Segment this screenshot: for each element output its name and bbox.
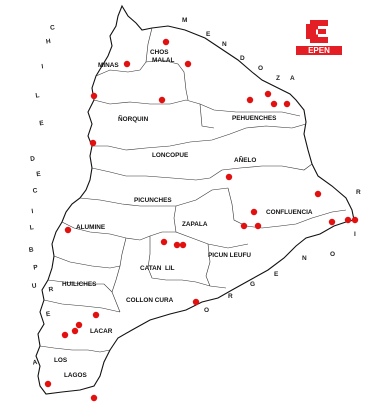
label-norquin: ÑORQUIN <box>118 114 149 123</box>
marker <box>328 218 336 226</box>
svg-text:I: I <box>31 208 34 215</box>
svg-text:A: A <box>32 359 38 367</box>
marker <box>61 331 69 339</box>
svg-text:N: N <box>222 41 227 48</box>
svg-text:L: L <box>29 224 34 231</box>
marker <box>75 321 83 329</box>
label-confluencia: CONFLUENCIA <box>266 209 313 216</box>
marker <box>264 90 272 98</box>
svg-text:E: E <box>36 171 42 179</box>
label-anelo: AÑELO <box>234 155 256 164</box>
marker <box>344 216 352 224</box>
marker <box>225 173 233 181</box>
epen-logo-mark <box>306 20 328 43</box>
marker <box>240 222 248 230</box>
svg-text:C: C <box>50 24 56 32</box>
label-los: LOS <box>54 357 68 364</box>
label-picun-leufu: PICUN LEUFU <box>208 252 251 259</box>
svg-text:A: A <box>290 75 295 82</box>
svg-text:I: I <box>41 63 44 70</box>
marker <box>64 226 72 234</box>
marker <box>158 96 166 104</box>
department-borders <box>39 27 347 353</box>
svg-text:B: B <box>28 246 34 254</box>
department-labels: MINAS CHOS MALAL ÑORQUIN PEHUENCHES LONC… <box>54 49 313 379</box>
label-minas: MINAS <box>98 62 119 69</box>
svg-text:C: C <box>32 187 38 195</box>
svg-text:Z: Z <box>276 75 280 82</box>
north-border-text: M E N D O Z A <box>182 17 295 82</box>
label-huiliches: HUILICHES <box>62 281 97 288</box>
svg-text:N: N <box>302 255 307 262</box>
label-loncopue: LONCOPUE <box>152 152 189 159</box>
marker <box>123 60 131 68</box>
epen-logo: EPEN <box>296 20 342 55</box>
label-lagos: LAGOS <box>64 372 87 379</box>
svg-text:O: O <box>204 307 209 314</box>
label-malal: MALAL <box>152 57 174 64</box>
marker <box>92 311 100 319</box>
marker <box>254 222 262 230</box>
svg-text:R: R <box>48 286 54 294</box>
epen-logo-text: EPEN <box>308 46 330 55</box>
marker <box>351 216 359 224</box>
marker <box>314 190 322 198</box>
epen-logo-band <box>296 46 342 55</box>
east-border-text: R I O N E G R O <box>204 189 361 314</box>
label-catan-lil: CATAN LIL <box>140 265 175 272</box>
svg-text:M: M <box>182 17 187 24</box>
svg-text:D: D <box>30 155 36 163</box>
svg-text:L: L <box>35 92 40 99</box>
label-alumine: ALUMINE <box>76 224 106 231</box>
label-collon-cura: COLLON CURA <box>126 297 174 304</box>
label-chos: CHOS <box>150 49 169 56</box>
marker <box>160 238 168 246</box>
svg-text:E: E <box>46 311 52 319</box>
svg-text:E: E <box>39 120 45 128</box>
marker <box>90 92 98 100</box>
svg-text:H: H <box>46 38 52 46</box>
marker <box>246 96 254 104</box>
marker <box>90 394 98 402</box>
marker <box>179 241 187 249</box>
svg-text:D: D <box>240 55 245 62</box>
marker <box>89 139 97 147</box>
svg-text:O: O <box>258 65 263 72</box>
location-markers <box>44 38 359 402</box>
label-zapala: ZAPALA <box>182 221 208 228</box>
svg-text:I: I <box>354 231 356 238</box>
marker <box>270 100 278 108</box>
svg-text:E: E <box>206 31 211 38</box>
marker <box>283 100 291 108</box>
marker <box>71 327 79 335</box>
label-lacar: LACAR <box>90 328 113 335</box>
svg-text:P: P <box>33 264 39 272</box>
svg-text:O: O <box>330 251 335 258</box>
svg-text:R: R <box>228 293 233 300</box>
west-border-text: C H I L E R E P U B L I C A D E <box>28 24 56 367</box>
marker <box>184 60 192 68</box>
marker <box>44 380 52 388</box>
marker <box>162 38 170 46</box>
svg-text:R: R <box>356 189 361 196</box>
marker <box>173 241 181 249</box>
label-pehuenches: PEHUENCHES <box>232 115 277 122</box>
svg-text:G: G <box>250 281 255 288</box>
label-picunches: PICUNCHES <box>134 197 172 204</box>
svg-text:E: E <box>274 271 279 278</box>
marker <box>250 208 258 216</box>
svg-text:U: U <box>31 282 37 290</box>
marker <box>192 298 200 306</box>
